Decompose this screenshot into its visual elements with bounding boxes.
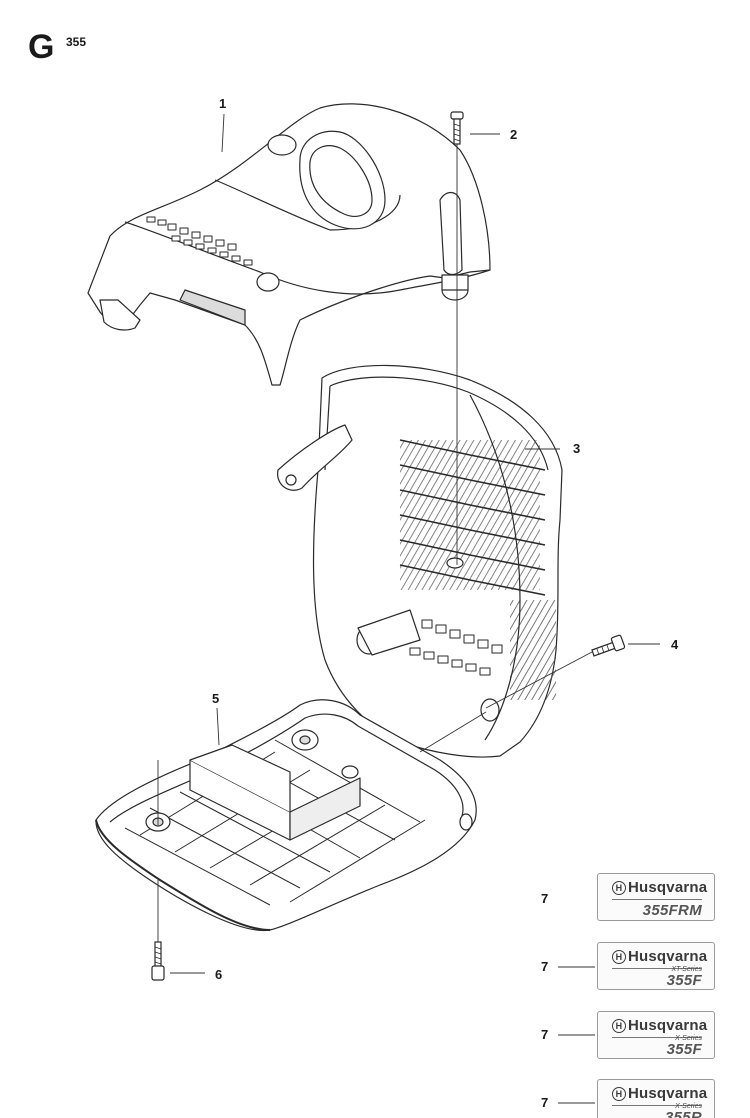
decal-series: X-Series xyxy=(675,1103,702,1110)
callout-4: 4 xyxy=(671,637,679,652)
callout-7-c: 7 xyxy=(541,1027,549,1042)
decal-rule xyxy=(612,1037,702,1038)
decal-model: 355F xyxy=(666,972,702,989)
top-cover-part xyxy=(87,103,491,386)
screw-part-6 xyxy=(151,941,165,981)
callout-2: 2 xyxy=(510,127,518,142)
decal-series: X-Series xyxy=(675,1035,702,1042)
cylinder-shroud-part xyxy=(277,364,563,758)
callout-5: 5 xyxy=(212,691,220,706)
section-letter: G xyxy=(28,28,55,66)
callout-7-b: 7 xyxy=(541,959,549,974)
husqvarna-logo-icon: H xyxy=(612,1087,626,1101)
callout-1: 1 xyxy=(219,96,227,111)
bottom-plate-part xyxy=(95,699,477,932)
callout-3: 3 xyxy=(573,441,581,456)
decal-series: XT-Series xyxy=(671,966,702,973)
decal-rule xyxy=(612,1105,702,1106)
callout-7-a: 7 xyxy=(541,891,549,906)
screw-part-2 xyxy=(450,111,464,145)
decal-model: 355FRM xyxy=(642,902,702,919)
decal-model: 355R xyxy=(664,1109,702,1118)
husqvarna-logo-icon: H xyxy=(612,950,626,964)
decal-rule xyxy=(612,899,702,900)
leader-lines xyxy=(157,113,660,1104)
screw-part-4 xyxy=(591,634,626,657)
decal-model: 355F xyxy=(666,1041,702,1058)
husqvarna-logo-icon: H xyxy=(612,1019,626,1033)
decal-rule xyxy=(612,968,702,969)
model-number: 355 xyxy=(66,35,87,49)
callout-6: 6 xyxy=(215,967,223,982)
husqvarna-logo-icon: H xyxy=(612,881,626,895)
callout-7-d: 7 xyxy=(541,1095,549,1110)
